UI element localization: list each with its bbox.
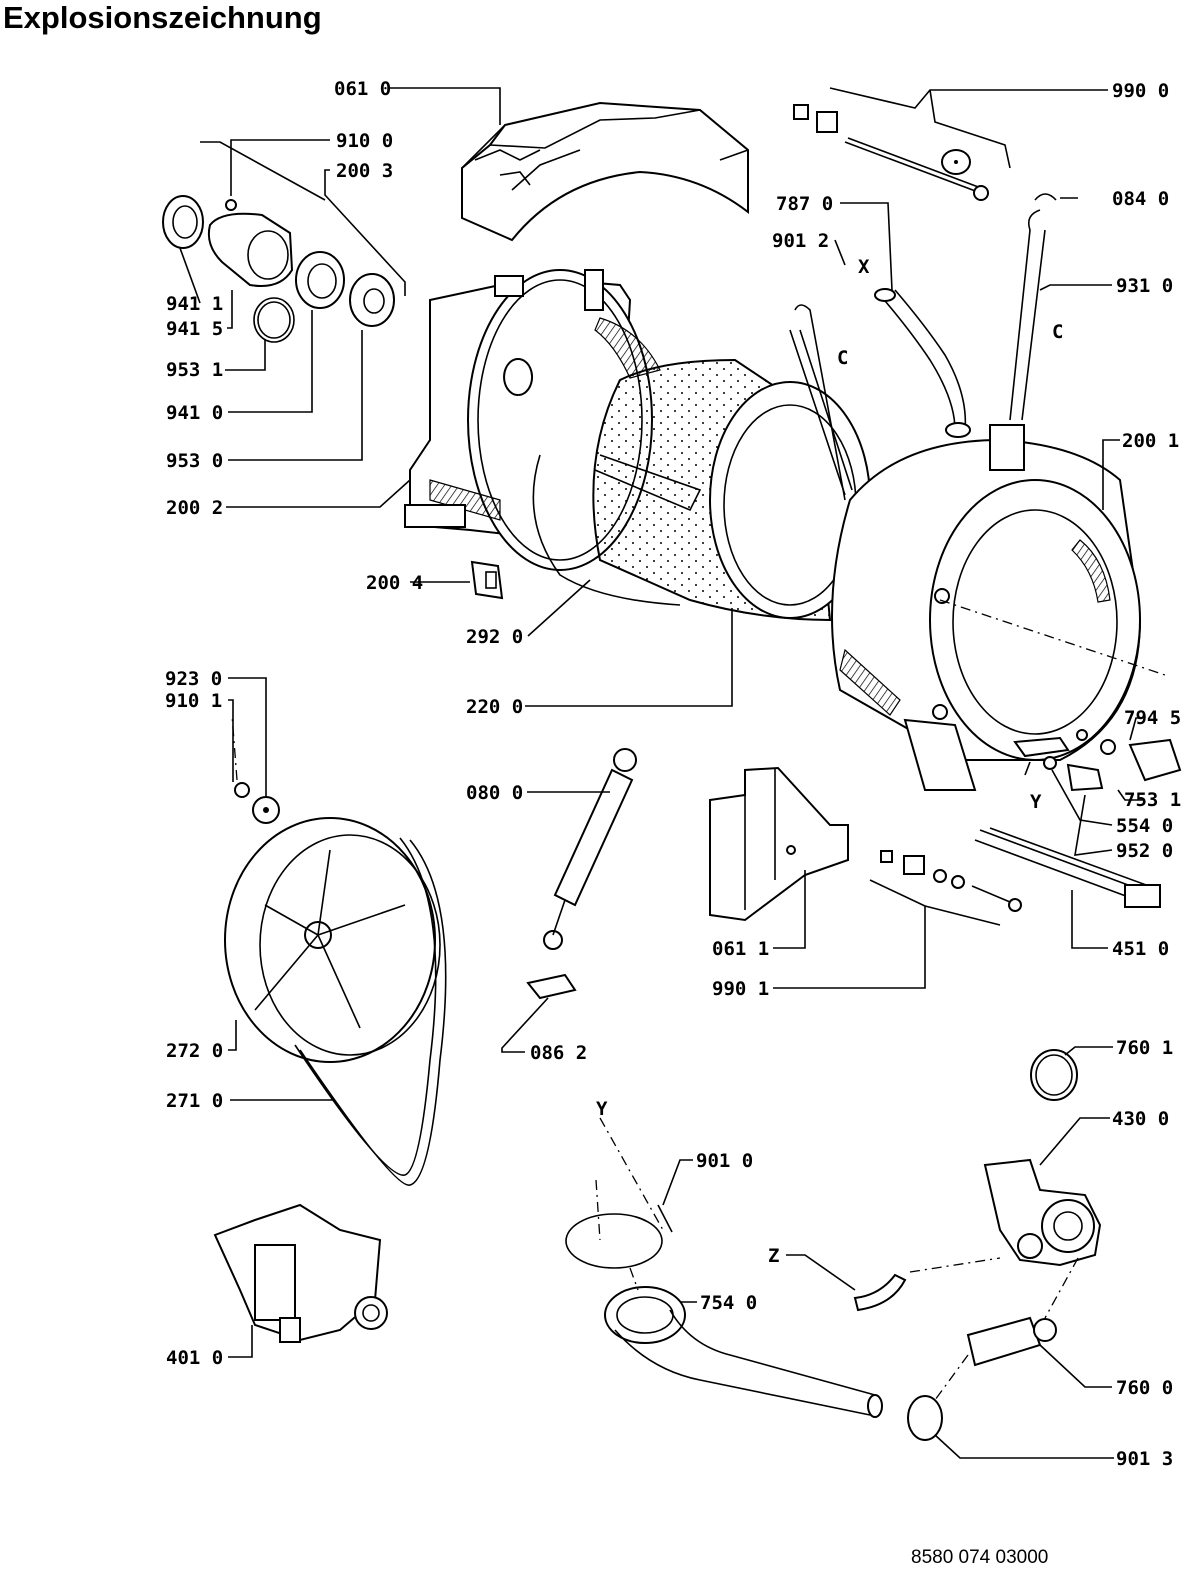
part-washer-nut: [234, 782, 280, 824]
label-200-3: 200 3: [336, 160, 393, 182]
part-clamp: [657, 1204, 673, 1233]
label-787-0: 787 0: [776, 193, 833, 215]
connection-lines: [231, 714, 1079, 1401]
part-ring: [532, 454, 681, 606]
label-941-5: 941 5: [166, 318, 223, 340]
label-z: Z: [768, 1245, 779, 1267]
part-short-hose: [853, 1273, 907, 1312]
part-drain-hose: [565, 1213, 883, 1418]
part-front-tub: [831, 424, 1142, 791]
part-gasket-ring: [1030, 1049, 1078, 1101]
label-953-1: 953 1: [166, 359, 223, 381]
label-430-0: 430 0: [1112, 1108, 1169, 1130]
label-953-0: 953 0: [166, 450, 223, 472]
label-794-5: 794 5: [1124, 707, 1181, 729]
part-springs: [789, 209, 1046, 501]
label-086-2: 086 2: [530, 1042, 587, 1064]
label-754-0: 754 0: [700, 1292, 757, 1314]
part-labels: 061 0 910 0 200 3 941 1 941 5 953 1 941 …: [165, 78, 1181, 1470]
label-272-0: 272 0: [166, 1040, 223, 1062]
label-c-right: C: [1052, 321, 1063, 343]
label-200-1: 200 1: [1122, 430, 1179, 452]
label-910-0: 910 0: [336, 130, 393, 152]
part-counterweight: [709, 766, 849, 922]
label-910-1: 910 1: [165, 690, 222, 712]
label-753-1: 753 1: [1124, 789, 1181, 811]
label-901-2: 901 2: [772, 230, 829, 252]
label-952-0: 952 0: [1116, 840, 1173, 862]
label-292-0: 292 0: [466, 626, 523, 648]
label-061-1: 061 1: [712, 938, 769, 960]
label-931-0: 931 0: [1116, 275, 1173, 297]
part-filter: [966, 1316, 1057, 1367]
label-200-2: 200 2: [166, 497, 223, 519]
leader-lines: [179, 87, 1143, 1459]
label-084-0: 084 0: [1112, 188, 1169, 210]
part-screw-rod: [793, 104, 989, 201]
part-pump: [983, 1158, 1102, 1267]
label-x: X: [858, 256, 870, 278]
part-clip: [1034, 193, 1057, 201]
part-motor: [213, 1203, 388, 1343]
part-hose-clamp: [907, 1395, 943, 1441]
label-554-0: 554 0: [1116, 815, 1173, 837]
label-990-1: 990 1: [712, 978, 769, 1000]
document-code: 8580 074 03000: [911, 1547, 1049, 1568]
part-heater-clamp-group: [1013, 729, 1182, 792]
part-shock-absorber: [543, 748, 637, 950]
part-bearings: [162, 195, 395, 343]
label-061-0: 061 0: [334, 78, 391, 100]
part-screw-set: [880, 850, 1022, 912]
label-941-0: 941 0: [166, 402, 223, 424]
part-bracket: [470, 560, 504, 600]
label-901-0: 901 0: [696, 1150, 753, 1172]
label-401-0: 401 0: [166, 1347, 223, 1369]
label-923-0: 923 0: [165, 668, 222, 690]
label-760-0: 760 0: [1116, 1377, 1173, 1399]
label-451-0: 451 0: [1112, 938, 1169, 960]
part-heater-element: [974, 827, 1161, 908]
axis-line: [939, 599, 1166, 676]
part-top-duct: [461, 101, 749, 242]
label-200-4: 200 4: [366, 572, 423, 594]
label-y-lower: Y: [596, 1098, 608, 1120]
label-760-1: 760 1: [1116, 1037, 1173, 1059]
page-title: Explosionszeichnung: [3, 0, 322, 35]
label-220-0: 220 0: [466, 696, 523, 718]
label-y-upper: Y: [1030, 791, 1042, 813]
label-c-left: C: [837, 347, 848, 369]
label-080-0: 080 0: [466, 782, 523, 804]
part-belt-inner: [294, 837, 437, 1176]
part-bellows-hose: [874, 288, 971, 438]
label-990-0: 990 0: [1112, 80, 1169, 102]
label-271-0: 271 0: [166, 1090, 223, 1112]
part-pulley: [224, 817, 441, 1063]
label-941-1: 941 1: [166, 293, 223, 315]
label-901-3: 901 3: [1116, 1448, 1173, 1470]
part-mount: [526, 973, 577, 1000]
part-drum: [592, 358, 871, 622]
